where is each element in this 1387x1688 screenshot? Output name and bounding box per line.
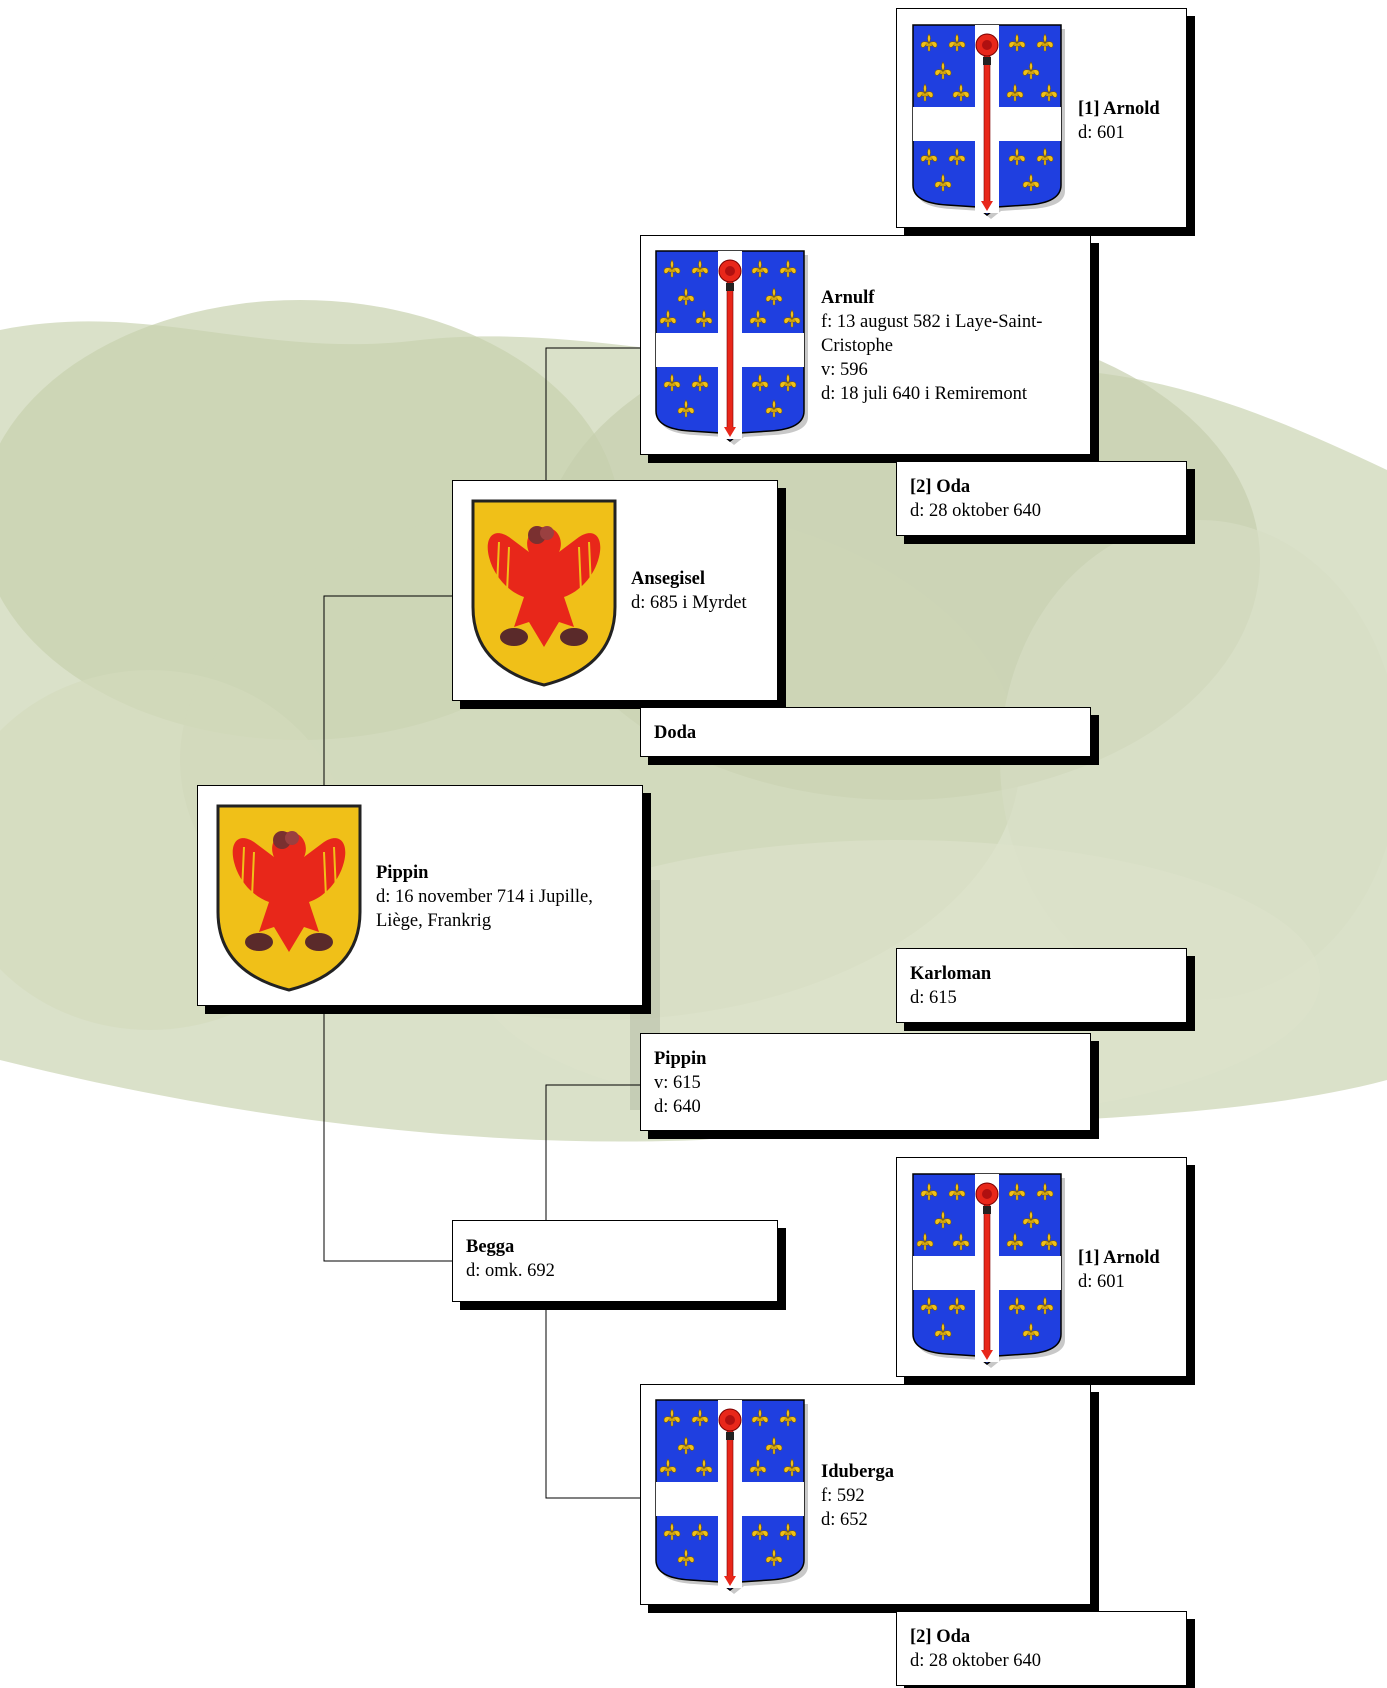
person-box-karloman[interactable]: Karloman d: 615 [896,948,1187,1023]
person-box-pippin-elder[interactable]: Pippin v: 615 d: 640 [640,1033,1091,1131]
person-box-oda-top[interactable]: [2] Oda d: 28 oktober 640 [896,461,1187,536]
metz-cross-crest [911,23,1071,223]
eagle-crest [471,499,617,687]
person-name: Begga [466,1237,515,1257]
metz-cross-crest [654,249,814,449]
connector-ansegisel-arnulf [545,347,640,480]
person-name: Doda [654,723,697,743]
person-death: d: 615 [910,988,957,1008]
connector-pippin-ansegisel [323,595,452,785]
person-death: d: 16 november 714 i Jupille, Liège, Fra… [376,887,593,931]
person-death: d: 601 [1078,123,1125,143]
person-name: [2] Oda [910,1627,971,1647]
person-name: Pippin [654,1049,707,1069]
person-name: [2] Oda [910,477,971,497]
person-wedding: v: 596 [821,360,868,380]
person-name: Karloman [910,964,992,984]
person-death: d: omk. 692 [466,1261,555,1281]
metz-cross-crest [911,1172,1071,1372]
connector-begga-pippin-elder [545,1084,640,1220]
person-death: d: 640 [654,1097,701,1117]
person-death: d: 652 [821,1510,868,1530]
connector-pippin-begga [323,1006,452,1262]
person-box-pippin-main[interactable]: Pippin d: 16 november 714 i Jupille, Liè… [197,785,643,1006]
person-name: Ansegisel [631,569,705,589]
person-box-arnold-bottom[interactable]: [1] Arnold d: 601 [896,1157,1187,1377]
person-name: [1] Arnold [1078,99,1160,119]
eagle-crest [216,804,362,992]
person-box-iduberga[interactable]: Iduberga f: 592 d: 652 [640,1384,1091,1605]
person-death: d: 685 i Myrdet [631,593,747,613]
person-box-arnulf[interactable]: Arnulf f: 13 august 582 i Laye-Saint-Cri… [640,235,1091,455]
person-name: Pippin [376,863,429,883]
person-box-arnold-top[interactable]: [1] Arnold d: 601 [896,8,1187,228]
person-death: d: 601 [1078,1272,1125,1292]
person-name: [1] Arnold [1078,1248,1160,1268]
person-box-ansegisel[interactable]: Ansegisel d: 685 i Myrdet [452,480,778,701]
person-birth: f: 592 [821,1486,865,1506]
person-box-oda-bottom[interactable]: [2] Oda d: 28 oktober 640 [896,1611,1187,1686]
person-death: d: 28 oktober 640 [910,501,1042,521]
person-name: Arnulf [821,288,875,308]
person-death: d: 18 juli 640 i Remiremont [821,384,1028,404]
person-birth: f: 13 august 582 i Laye-Saint-Cristophe [821,312,1043,356]
person-death: d: 28 oktober 640 [910,1651,1042,1671]
person-box-begga[interactable]: Begga d: omk. 692 [452,1220,778,1302]
person-box-doda[interactable]: Doda [640,707,1091,757]
person-wedding: v: 615 [654,1073,701,1093]
person-name: Iduberga [821,1462,894,1482]
connector-begga-iduberga [545,1302,640,1499]
metz-cross-crest [654,1398,814,1598]
